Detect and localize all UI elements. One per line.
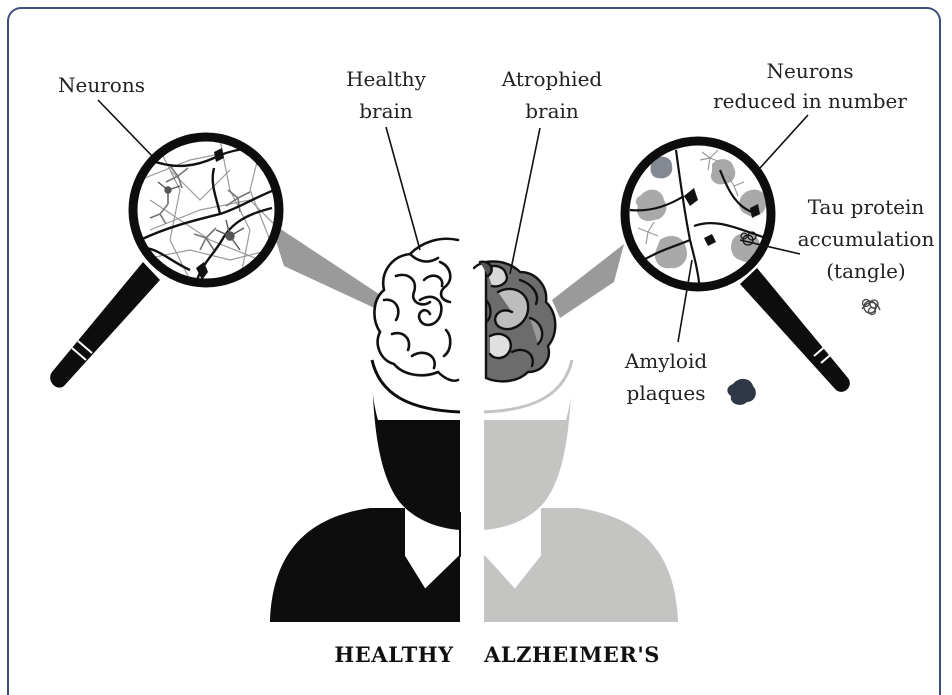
label-healthy-brain-line1: Healthy [346,67,427,91]
left-magnifier [50,137,285,388]
label-healthy-brain-line2: brain [359,99,413,123]
label-atrophied-brain-line1: Atrophied [501,67,603,91]
label-neurons-reduced-line2: reduced in number [713,89,907,113]
caption-healthy: HEALTHY [334,642,454,667]
amyloid-plaque-icon [727,379,756,405]
right-magnifier-beam [552,244,624,318]
healthy-brain [374,239,458,381]
tau-tangle-icon [862,300,880,315]
atrophied-brain [474,261,555,381]
label-tau-line2: accumulation [798,227,935,251]
label-amyloid-line2: plaques [627,381,706,405]
label-atrophied-brain-line2: brain [525,99,579,123]
label-neurons: Neurons [58,73,145,97]
label-tau-line1: Tau protein [808,195,925,219]
label-amyloid-line1: Amyloid [624,349,708,373]
label-neurons-reduced-line1: Neurons [767,59,854,83]
healthy-silhouette [270,346,460,622]
caption-alzheimers: ALZHEIMER'S [483,642,660,667]
label-tau-line3: (tangle) [826,259,905,283]
